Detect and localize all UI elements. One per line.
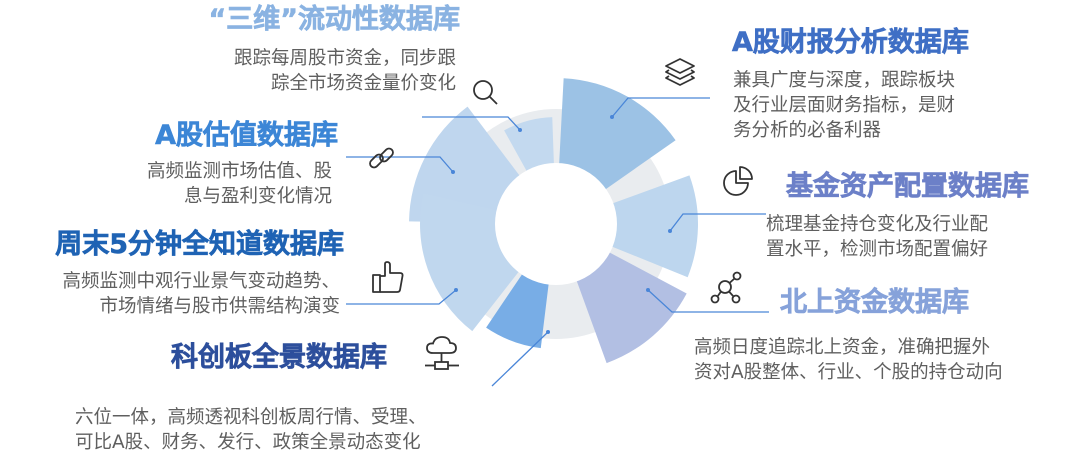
desc-line: 六位一体，高频透视科创板周行情、受理、 <box>75 407 427 428</box>
connector-northbound-dot <box>646 288 650 292</box>
title-liquidity-db: “三维”流动性数据库 <box>208 4 460 36</box>
pie-chart-icon <box>721 164 755 198</box>
desc-line: 踪全市场资金量价变化 <box>270 73 456 94</box>
connector-fund-allocation-dot <box>668 229 672 233</box>
connector-weekend <box>346 289 457 305</box>
search-icon <box>470 77 502 109</box>
desc-line: 息与盈利变化情况 <box>183 186 332 207</box>
connector-valuation-dot <box>451 170 455 174</box>
segment-financials <box>559 78 676 191</box>
segment-star-market <box>486 272 549 349</box>
network-nodes-icon <box>708 270 744 306</box>
desc-line: 置水平，检测市场配置偏好 <box>766 239 989 260</box>
desc-line: 跟踪每周股市资金，同步跟 <box>233 48 456 69</box>
ring-center <box>495 163 617 285</box>
desc-line: 梳理基金持仓变化及行业配 <box>766 214 989 235</box>
connector-liquidity <box>422 116 521 131</box>
connector-northbound <box>647 289 769 313</box>
title-star-market-db: 科创板全景数据库 <box>171 342 388 374</box>
title-fund-allocation-db: 基金资产配置数据库 <box>786 171 1030 203</box>
desc-line: 务分析的必备利器 <box>733 120 882 141</box>
link-icon <box>366 143 398 175</box>
segment-liquidity <box>504 117 554 174</box>
desc-valuation-db: 高频监测市场估值、股 息与盈利变化情况 <box>147 159 332 209</box>
desc-financials-db: 兼具广度与深度，跟踪板块 及行业层面财务指标，是财 务分析的必备利器 <box>733 68 955 143</box>
cloud-network-icon <box>423 334 463 374</box>
layers-icon <box>662 56 698 90</box>
desc-northbound-db: 高频日度追踪北上资金，准确把握外 资对A股整体、行业、个股的持仓动向 <box>694 335 1003 385</box>
desc-line: 兼具广度与深度，跟踪板块 <box>733 70 956 91</box>
segment-fund-allocation <box>609 175 699 278</box>
connector-financials-dot <box>610 115 614 119</box>
segment-northbound <box>575 251 687 364</box>
title-valuation-db: A股估值数据库 <box>155 120 339 152</box>
desc-line: 可比A股、财务、发行、政策全景动态变化 <box>75 432 421 453</box>
title-weekend-db: 周末5分钟全知道数据库 <box>55 229 344 261</box>
desc-star-market-db: 六位一体，高频透视科创板周行情、受理、 可比A股、财务、发行、政策全景动态变化 <box>75 405 427 455</box>
connector-liquidity-dot <box>518 128 522 132</box>
title-northbound-db: 北上资金数据库 <box>780 287 970 319</box>
desc-fund-allocation-db: 梳理基金持仓变化及行业配 置水平，检测市场配置偏好 <box>766 212 988 262</box>
connector-star-market <box>491 331 549 387</box>
desc-line: 市场情绪与股市供需结构演变 <box>99 296 340 317</box>
title-financials-db: A股财报分析数据库 <box>732 27 970 59</box>
connector-star-market-dot <box>546 330 550 334</box>
connector-weekend-dot <box>454 288 458 292</box>
desc-line: 高频监测市场估值、股 <box>146 161 332 182</box>
connector-valuation <box>346 156 454 173</box>
desc-line: 资对A股整体、行业、个股的持仓动向 <box>694 362 1003 383</box>
desc-line: 高频日度追踪北上资金，准确把握外 <box>694 337 991 358</box>
desc-weekend-db: 高频监测中观行业景气变动趋势、 市场情绪与股市供需结构演变 <box>62 269 340 319</box>
segment-valuation <box>409 106 522 223</box>
desc-liquidity-db: 跟踪每周股市资金，同步跟 踪全市场资金量价变化 <box>234 46 456 96</box>
connector-fund-allocation <box>669 213 766 232</box>
desc-line: 及行业层面财务指标，是财 <box>733 95 956 116</box>
thumbs-up-icon <box>370 260 406 296</box>
connector-financials <box>611 97 710 118</box>
desc-line: 高频监测中观行业景气变动趋势、 <box>62 271 340 292</box>
